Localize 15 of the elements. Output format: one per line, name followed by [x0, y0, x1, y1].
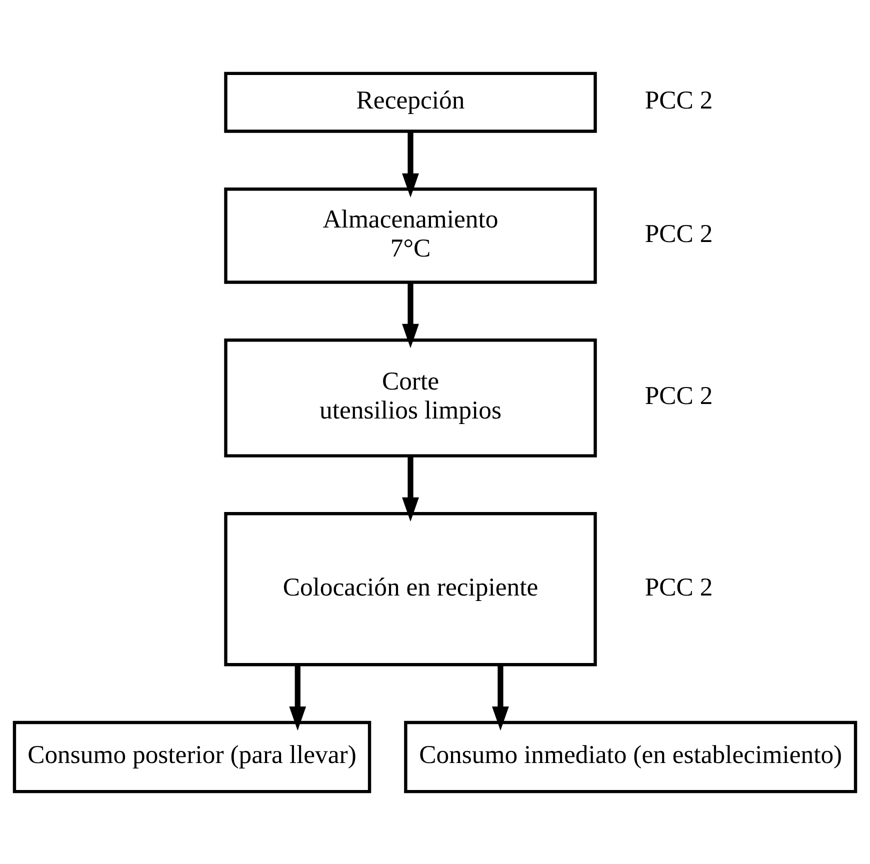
arrow: [402, 455, 419, 522]
arrow: [492, 664, 509, 730]
node-box: Recepción: [224, 71, 597, 132]
node-label: PCC 2: [644, 572, 713, 601]
node-box: Colocación en recipiente: [224, 512, 597, 666]
node-box: Consumo inmediato (en establecimiento): [404, 720, 858, 793]
arrow: [289, 664, 306, 730]
node-label: PCC 2: [644, 218, 713, 248]
node-label: PCC 2: [644, 84, 713, 114]
node-box: Corte utensilios limpios: [224, 338, 597, 457]
arrow: [402, 282, 419, 348]
arrow: [402, 130, 419, 197]
node-box: Almacenamiento 7°C: [224, 187, 597, 284]
node-label: PCC 2: [644, 380, 713, 410]
node-box: Consumo posterior (para llevar): [12, 720, 372, 793]
